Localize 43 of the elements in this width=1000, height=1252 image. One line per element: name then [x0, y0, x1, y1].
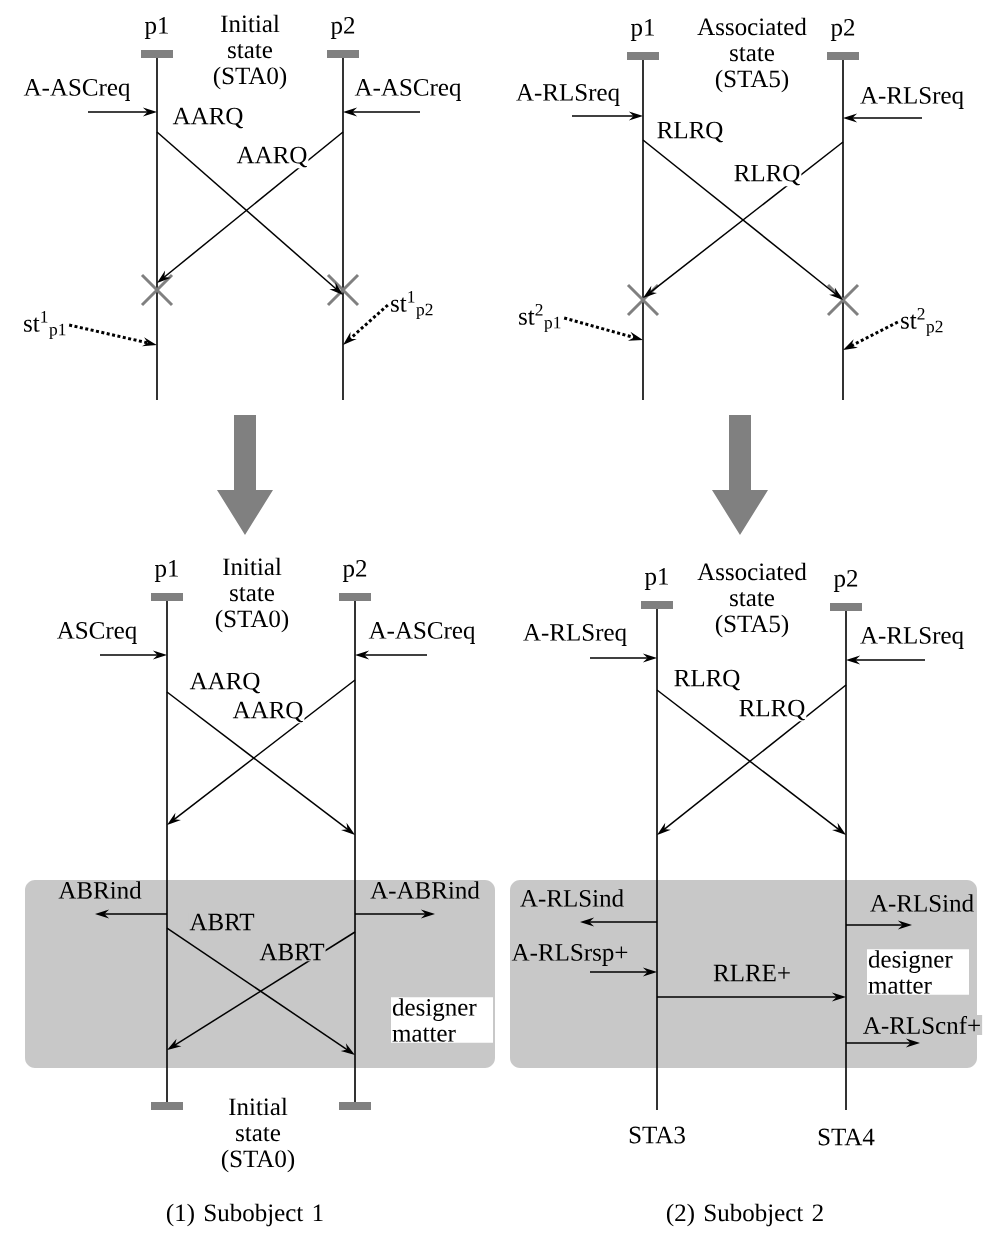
state-label: Initial state (STA0) — [215, 557, 289, 633]
region-label: designer matter — [867, 949, 969, 995]
state-label: st$^{1}$p2 — [391, 291, 433, 320]
edge-label: RLRQ — [655, 120, 725, 144]
participant-label: p2 — [330, 17, 355, 39]
edge-label: A-RLSind — [518, 888, 626, 908]
edge-label: A-ASCreq — [22, 78, 132, 102]
participant-label: p2 — [342, 560, 367, 582]
caption: (2) Subobject 2 — [666, 1203, 823, 1227]
edge-label: RLRQ — [672, 668, 742, 692]
caption: (1) Subobject 1 — [166, 1203, 323, 1227]
state-label: st$^{2}$p1 — [519, 303, 561, 333]
edge-label: ASCreq — [55, 621, 139, 645]
edge-label: A-RLSreq — [521, 623, 629, 647]
edge-label: A-RLScnf+ — [861, 1015, 983, 1035]
edge-label: A-ABRind — [369, 880, 481, 900]
participant-label: p1 — [144, 17, 168, 39]
edge-label: AARQ — [231, 700, 305, 724]
edge-label: A-RLSreq — [858, 626, 966, 650]
edge-label: A-ASCreq — [353, 78, 463, 102]
edge-label: AARQ — [171, 106, 245, 130]
region-label: designer matter — [391, 997, 493, 1043]
participant-label: p1 — [630, 19, 654, 41]
participant-label: p2 — [830, 19, 855, 41]
participant-label: p1 — [644, 568, 668, 590]
state-label: Associated state (STA5) — [697, 562, 807, 638]
participant-label: p1 — [154, 560, 178, 582]
edge-label: A-ASCreq — [367, 621, 477, 645]
edge-label: RLRQ — [732, 163, 802, 187]
state-label: Associated state (STA5) — [697, 17, 807, 93]
edge-label: RLRQ — [737, 698, 807, 722]
edge-label: ABRind — [57, 880, 143, 900]
edge-label: A-RLSreq — [514, 83, 622, 107]
edge-label: AARQ — [235, 145, 309, 169]
state-label: st$^{1}$p1 — [24, 311, 66, 340]
state-label: st$^{2}$p2 — [901, 307, 943, 337]
state-label: Initial state (STA0) — [221, 1097, 295, 1173]
edge-label: A-RLSreq — [858, 86, 966, 110]
edge-label: A-RLSind — [868, 893, 976, 913]
edge-label: A-RLSrsp+ — [510, 943, 630, 967]
participant-label: p2 — [833, 570, 858, 592]
state-label: Initial state (STA0) — [213, 14, 287, 90]
edge-label: AARQ — [188, 671, 262, 695]
